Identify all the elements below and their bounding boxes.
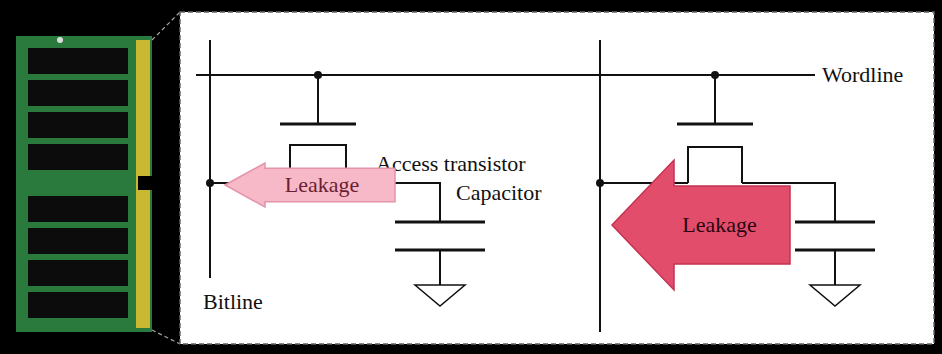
memory-chip bbox=[28, 80, 128, 106]
arrow-label: Leakage bbox=[682, 213, 757, 237]
junction-dot bbox=[711, 71, 719, 79]
ground-wire bbox=[439, 250, 441, 285]
ground-wire bbox=[834, 250, 836, 285]
dimm-hole bbox=[57, 37, 63, 43]
gate-wire bbox=[317, 75, 319, 124]
drain-wire bbox=[600, 182, 688, 184]
ground-symbol bbox=[810, 285, 860, 306]
ground-symbol bbox=[415, 285, 465, 306]
leakage-arrow: Leakage bbox=[612, 160, 790, 290]
circuit-label: Wordline bbox=[822, 63, 903, 87]
memory-chip bbox=[28, 292, 128, 318]
zoom-line bbox=[152, 330, 180, 344]
junction-dot bbox=[206, 179, 214, 187]
memory-chip bbox=[28, 144, 128, 170]
arrow-outline bbox=[225, 163, 395, 207]
memory-chip bbox=[28, 260, 128, 286]
dimm-module bbox=[16, 36, 152, 332]
circuit-label: Bitline bbox=[203, 290, 263, 314]
capacitor-plate bbox=[795, 221, 875, 224]
dimm-notch bbox=[138, 176, 152, 190]
transistor-channel bbox=[688, 147, 742, 183]
circuit-label: Capacitor bbox=[456, 181, 542, 205]
memory-chip bbox=[28, 112, 128, 138]
wordline-wire bbox=[196, 74, 815, 76]
gate-plate bbox=[280, 123, 356, 126]
memory-chip bbox=[28, 228, 128, 254]
leakage-arrow: Leakage bbox=[225, 163, 395, 207]
dimm-board bbox=[16, 36, 152, 332]
zoom-line bbox=[152, 12, 180, 40]
memory-chip bbox=[28, 196, 128, 222]
junction-dot bbox=[314, 71, 322, 79]
capacitor-plate bbox=[395, 221, 485, 224]
junction-dot bbox=[596, 179, 604, 187]
zoom-panel bbox=[180, 12, 934, 344]
arrow-outline bbox=[612, 160, 790, 290]
bitline-wire bbox=[209, 40, 211, 278]
gate-wire bbox=[714, 75, 716, 124]
gate-plate bbox=[677, 123, 753, 126]
dram-circuit bbox=[196, 40, 875, 332]
circuit-label: Access transistor bbox=[376, 152, 526, 176]
memory-chip bbox=[28, 48, 128, 74]
arrow-label: Leakage bbox=[285, 173, 360, 197]
